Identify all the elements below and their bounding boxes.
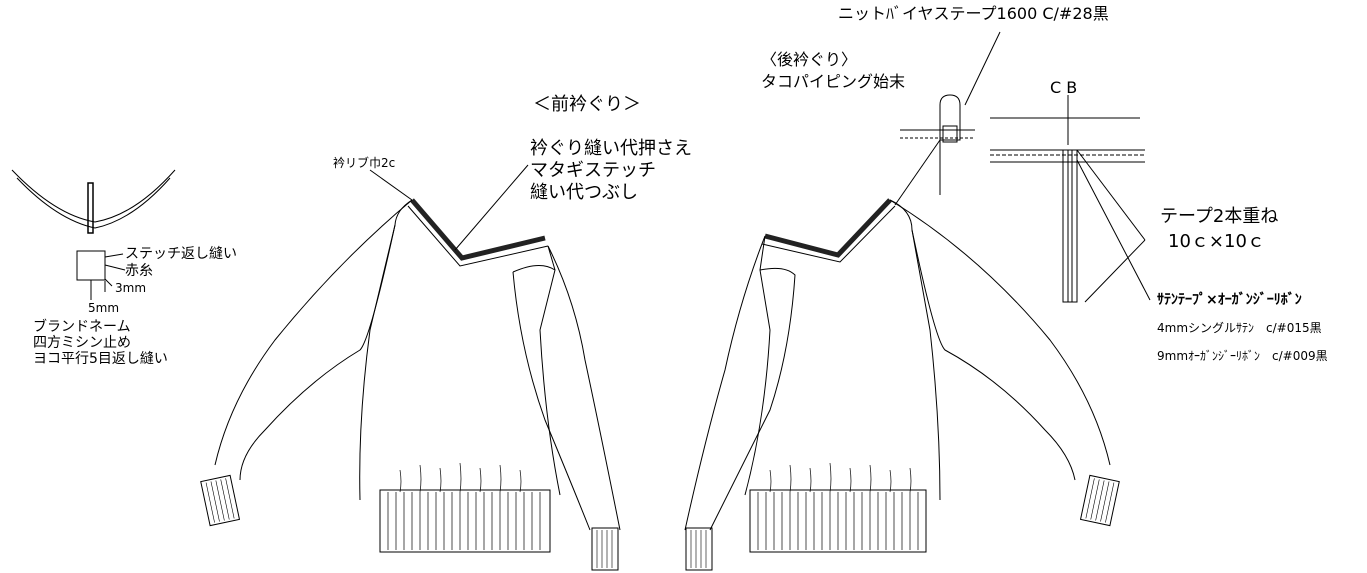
front-right-cuff: [591, 527, 619, 571]
front-neck-rib: [410, 198, 546, 261]
dim-3mm-label: 3mm: [115, 281, 147, 295]
four-side-stitch-label: 四方ミシン止め: [33, 335, 131, 351]
satin-organza-ribbon-label: ｻﾃﾝﾃｰﾌﾟ×ｵｰｶﾞﾝｼﾞｰﾘﾎﾞﾝ: [1157, 292, 1302, 308]
collar-rib-width-label: 衿リブ巾2c: [333, 156, 396, 170]
back-neckline-title: 〈後衿ぐり〉: [761, 50, 858, 69]
satin-4mm-label: 4mmシングルｻﾃﾝ c/#015黒: [1157, 321, 1322, 335]
label-square: [76, 250, 106, 281]
stitch-backtack-label: ステッチ返し縫い: [125, 246, 237, 262]
front-note-2: マタギステッチ: [530, 160, 656, 181]
front-hem-rib: [379, 489, 551, 553]
tape-two-layer-label: テープ2本重ね: [1160, 206, 1279, 227]
front-view: [200, 164, 621, 571]
tape-size-label: 10ｃ×10ｃ: [1168, 231, 1265, 252]
front-note-1: 衿ぐり縫い代押さえ: [530, 138, 692, 159]
back-hem-rib: [749, 489, 927, 553]
cb-tape-detail: [990, 95, 1151, 303]
front-note-3: 縫い代つぶし: [530, 182, 638, 203]
cb-label: C B: [1050, 78, 1078, 97]
ribbon-tape: [1062, 149, 1078, 303]
front-left-cuff: [200, 474, 241, 527]
brand-name-label: ブランドネーム: [33, 319, 131, 335]
brand-label-detail: [11, 169, 176, 300]
organza-9mm-label: 9mmｵｰｶﾞﾝｼﾞｰﾘﾎﾞﾝ c/#009黒: [1157, 349, 1328, 363]
horizontal-backtack-label: ヨコ平行5目返し縫い: [33, 351, 168, 367]
dim-5mm-label: 5mm: [88, 301, 120, 315]
piping-detail: [900, 31, 1001, 195]
brand-label: [87, 182, 94, 234]
back-right-cuff: [1079, 474, 1120, 527]
knit-bias-tape-label: ニットﾊﾞイヤステープ1600 C/#28黒: [838, 4, 1109, 23]
back-view: [684, 139, 1120, 571]
front-neckline-title: ＜前衿ぐり＞: [533, 94, 641, 115]
back-left-cuff: [685, 527, 713, 571]
back-neckline-desc: タコパイピング始末: [761, 72, 906, 91]
back-neck-rib: [764, 198, 892, 258]
red-thread-label: 赤糸: [125, 263, 153, 279]
